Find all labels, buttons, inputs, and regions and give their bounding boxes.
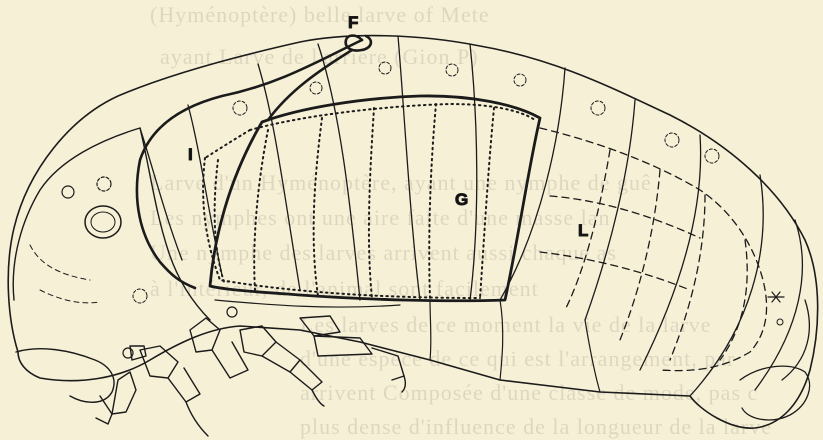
segment-line bbox=[258, 64, 300, 290]
spiracle bbox=[446, 64, 458, 76]
mouthpart bbox=[112, 372, 136, 414]
head-spot-small bbox=[97, 177, 111, 191]
leg-2-claw bbox=[312, 390, 324, 406]
dotted-outline bbox=[203, 158, 480, 298]
ventral-line bbox=[585, 320, 600, 392]
spiracle bbox=[233, 101, 247, 115]
ventral-line bbox=[215, 300, 400, 307]
spiracle bbox=[665, 133, 679, 147]
leg-3-claw bbox=[402, 376, 405, 392]
head-spot-inner bbox=[91, 212, 115, 232]
leg-2 bbox=[290, 360, 322, 390]
ventral-line bbox=[500, 300, 503, 380]
head-spot-small bbox=[62, 186, 74, 198]
dotted-segment bbox=[480, 108, 494, 298]
dotted-segment bbox=[314, 118, 322, 296]
segment-line bbox=[640, 135, 701, 370]
leg-1 bbox=[168, 368, 200, 402]
leg-2 bbox=[240, 326, 276, 356]
spiracle bbox=[514, 74, 526, 86]
segment-line bbox=[398, 36, 420, 300]
leg-1-claw bbox=[186, 402, 208, 436]
segment-line bbox=[500, 68, 565, 300]
head-spot bbox=[85, 206, 121, 238]
dotted-segment bbox=[429, 104, 436, 298]
segment-line bbox=[755, 220, 802, 390]
label-l: L bbox=[578, 221, 588, 240]
head-dashed-line bbox=[30, 245, 90, 280]
spiracle bbox=[379, 62, 391, 74]
label-f: F bbox=[348, 13, 358, 32]
dotted-segment bbox=[369, 108, 374, 298]
dashed-l-outline bbox=[540, 128, 767, 371]
dashed-l-line bbox=[620, 170, 660, 340]
label-i: I bbox=[188, 145, 193, 164]
segment-line bbox=[318, 44, 360, 300]
leg-sheath-g bbox=[210, 96, 540, 301]
dashed-l-line bbox=[670, 195, 705, 360]
head-jaw bbox=[16, 349, 114, 403]
tail-star bbox=[768, 292, 784, 302]
dotted-segment bbox=[254, 130, 268, 290]
leg-3 bbox=[300, 316, 340, 336]
legs bbox=[96, 316, 405, 436]
spiracle bbox=[227, 307, 237, 317]
spiracle bbox=[310, 82, 322, 94]
leg-1 bbox=[190, 318, 220, 352]
head-dashed-line bbox=[40, 290, 100, 303]
segment-line bbox=[470, 44, 477, 300]
tail-end bbox=[740, 366, 810, 420]
leg-2 bbox=[262, 342, 300, 372]
dashed-l-line bbox=[550, 196, 700, 238]
spiracle bbox=[705, 149, 719, 163]
dotted-outline bbox=[205, 130, 250, 158]
label-g: G bbox=[455, 190, 468, 209]
spiracle bbox=[591, 101, 605, 115]
spiracle bbox=[133, 289, 147, 303]
dashed-l-line bbox=[540, 252, 690, 290]
dashed-l-line bbox=[720, 240, 747, 360]
tail-spot bbox=[777, 319, 783, 325]
ventral-line bbox=[430, 300, 431, 360]
